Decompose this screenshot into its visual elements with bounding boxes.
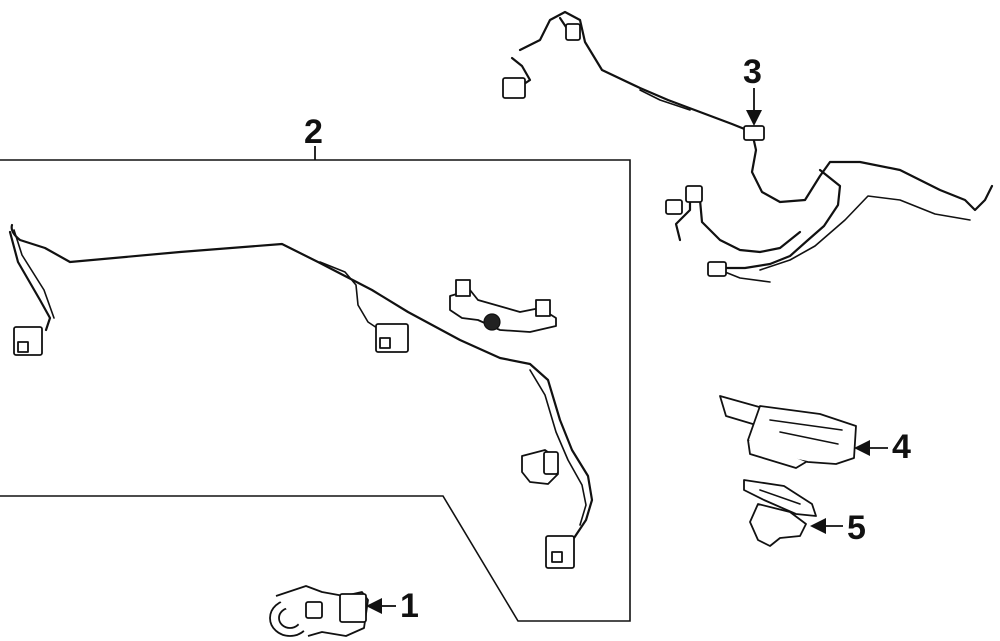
upper-connector-d	[685, 185, 703, 203]
retainer-clip	[743, 479, 817, 547]
group-box-outline	[0, 159, 631, 622]
callout-1-number: 1	[400, 587, 419, 625]
upper-connector-c	[707, 261, 727, 277]
callout-2: 2	[304, 113, 323, 160]
parking-sensor	[269, 585, 369, 637]
bumper-harness	[8, 223, 594, 569]
sensor-bracket	[449, 289, 557, 333]
callout-3-number: 3	[743, 53, 762, 91]
upper-connector-e	[665, 199, 683, 215]
callout-3: 3	[743, 53, 762, 126]
callout-2-number: 2	[304, 113, 323, 151]
upper-connector-a	[502, 77, 526, 99]
control-module	[719, 395, 857, 469]
callout-5-number: 5	[847, 509, 866, 547]
callout-5: 5	[810, 509, 866, 547]
upper-harness	[502, 10, 994, 283]
callout-4: 4	[854, 428, 911, 466]
callout-1: 1	[366, 587, 419, 625]
callout-4-number: 4	[892, 428, 911, 466]
upper-connector-b	[565, 23, 581, 41]
